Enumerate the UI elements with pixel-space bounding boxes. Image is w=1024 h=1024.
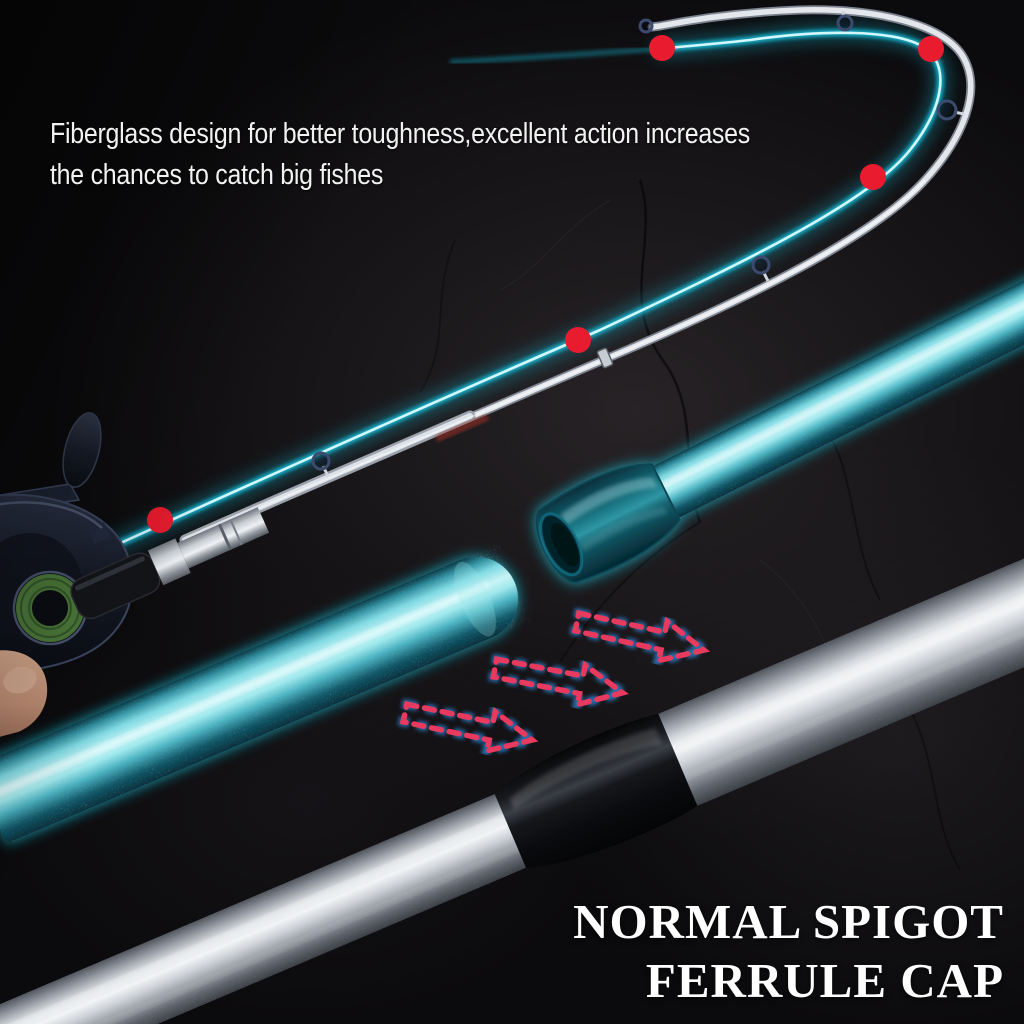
rod-guide-ring (936, 99, 965, 121)
headline-line-2: the chances to catch big fishes (50, 159, 384, 191)
rod-flex-point-dot (147, 507, 173, 533)
insert-direction-arrow (401, 693, 536, 759)
rod-flex-point-dots (147, 35, 944, 533)
upper-rod-section-with-ferrule-cap (535, 261, 1024, 584)
reel-handle-knob (62, 412, 102, 488)
product-feature-title: NORMAL SPIGOT FERRULE CAP (573, 892, 1004, 1010)
insert-direction-arrow (573, 602, 709, 669)
headline-line-1: Fiberglass design for better toughness,e… (50, 118, 750, 150)
rod-flex-point-dot (649, 35, 675, 61)
rod-guide-ring (751, 255, 771, 282)
insert-direction-arrow (491, 648, 626, 712)
rod-flex-point-dot (918, 36, 944, 62)
rod-flex-point-dot (860, 164, 886, 190)
rod-guide-ring (311, 451, 331, 477)
rod-tip-guide (638, 18, 654, 34)
headline-text: Fiberglass design for better toughness,e… (50, 114, 750, 196)
title-line-2: FERRULE CAP (645, 953, 1004, 1008)
title-line-1: NORMAL SPIGOT (573, 894, 1004, 949)
rod-flex-point-dot (565, 327, 591, 353)
